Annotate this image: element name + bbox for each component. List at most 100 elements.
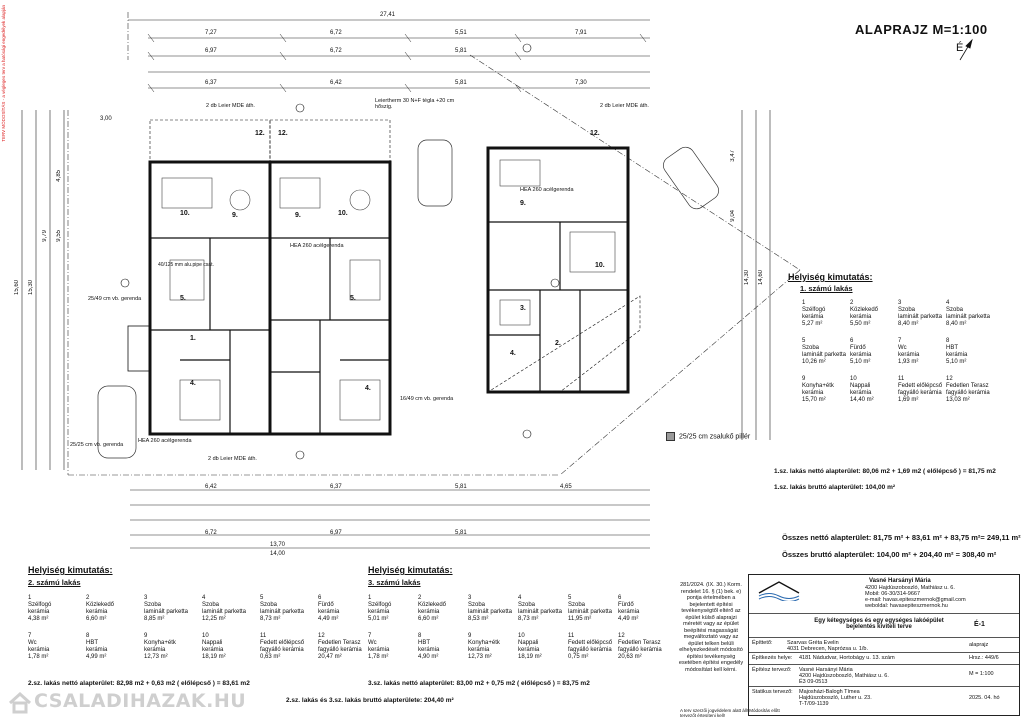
room-area: 12,73 m²	[468, 654, 492, 660]
client-label: Építtető:	[752, 640, 773, 646]
room-area: 12,73 m²	[144, 654, 168, 660]
dim-left: 9,55	[56, 230, 62, 242]
owner-phone: Mobil: 06-30/314-9667	[865, 591, 921, 597]
room-name: Wc	[28, 640, 37, 646]
room-area: 1,93 m²	[898, 359, 919, 365]
beam-label: HEA 260 acélgerenda	[138, 438, 192, 444]
room-area: 8,40 m²	[946, 321, 967, 327]
room-floor: kerámia	[468, 647, 490, 653]
static-designer-registration: T-T/09-1139	[799, 701, 829, 707]
room-floor: laminált parketta	[946, 314, 991, 320]
room-area: 5,27 m²	[802, 321, 823, 327]
room-area: 1,78 m²	[28, 654, 49, 660]
schedule1-net-total: 1.sz. lakás nettó alapterület: 80,06 m2 …	[774, 468, 996, 475]
room-floor: laminált parketta	[568, 609, 613, 615]
room-name: Szoba	[898, 307, 916, 313]
room-n: 10	[518, 633, 525, 639]
room-floor: kerámia	[368, 647, 390, 653]
static-label: Statikus tervező:	[752, 689, 793, 695]
client-row: Építtető: Szarvas Gréta Evelin 4031 Debr…	[749, 637, 1019, 652]
room-area: 20,47 m²	[318, 654, 342, 660]
dim-right: 3,47	[730, 150, 736, 162]
room-name: HBT	[86, 640, 98, 646]
dim-right: 9,04	[730, 210, 736, 222]
legend-label: 25/25 cm zsalukő pillér	[679, 433, 751, 441]
sheet-number: É-1	[974, 621, 985, 628]
dim-top: 7,27	[205, 30, 217, 36]
plan-title: ALAPRAJZ M=1:100	[855, 22, 988, 37]
static-designer-name: Majosházi-Balogh Tímea	[799, 689, 860, 695]
room-n: 11	[568, 633, 575, 639]
room-n: 9	[144, 633, 148, 639]
room-name: HBT	[946, 345, 958, 351]
room-n: 5	[568, 595, 572, 601]
room-name: Fedetlen Terasz	[946, 383, 989, 389]
legal-note: 281/2024. (IX. 30.) Korm. rendelet 16. §…	[678, 582, 744, 673]
room-area: 0,63 m²	[260, 654, 281, 660]
room-area: 4,49 m²	[618, 616, 639, 622]
room-area: 4,38 m²	[28, 616, 49, 622]
room-name: Fürdő	[618, 602, 634, 608]
room-name: Fedetlen Terasz	[318, 640, 361, 646]
dim-bottom: 6,42	[205, 484, 217, 490]
room-n: 12	[618, 633, 625, 639]
plan-room-number: 4.	[365, 385, 371, 392]
room-name: Nappali	[202, 640, 223, 646]
room-area: 18,19 m²	[202, 654, 226, 660]
dim-bottom: 6,97	[330, 530, 342, 536]
north-arrow-label: É	[956, 42, 964, 54]
room-n: 1	[802, 300, 806, 306]
room-name: Nappali	[850, 383, 871, 389]
room-floor: kerámia	[850, 352, 872, 358]
room-n: 11	[898, 376, 905, 382]
dim-top: 6,37	[205, 80, 217, 86]
room-area: 12,25 m²	[202, 616, 226, 622]
total-gross: Összes bruttó alapterület: 104,00 m² + 2…	[782, 550, 997, 559]
room-name: Szélfogó	[802, 307, 826, 313]
lot-number: Hrsz.: 449/6	[969, 655, 999, 661]
dim-top: 6,97	[205, 48, 217, 54]
project-title: Egy kétegységes és egy egységes lakóépül…	[814, 618, 944, 630]
plan-room-number: 9.	[520, 200, 526, 207]
plan-room-number: 12.	[278, 130, 288, 137]
room-n: 2	[418, 595, 422, 601]
wall-label: Leiertherm 30 N+F tégla +20 cm hőszig.	[375, 98, 455, 110]
plan-room-number: 5.	[350, 295, 356, 302]
room-n: 11	[260, 633, 267, 639]
room-area: 1,78 m²	[368, 654, 389, 660]
room-floor: kerámia	[946, 352, 968, 358]
client-address: 4031 Debrecen, Naprózsa u. 1/b.	[787, 646, 869, 652]
room-area: 20,63 m²	[618, 654, 642, 660]
room-area: 5,10 m²	[850, 359, 871, 365]
room-n: 6	[318, 595, 322, 601]
room-floor: kerámia	[618, 609, 640, 615]
room-area: 0,75 m²	[568, 654, 589, 660]
lintel-label: 2 db Leier MDE áth.	[208, 456, 257, 462]
room-area: 5,01 m²	[368, 616, 389, 622]
room-n: 6	[850, 338, 854, 344]
room-name: Konyha+étk	[144, 640, 176, 646]
room-name: Wc	[898, 345, 907, 351]
room-n: 5	[802, 338, 806, 344]
room-area: 6,60 m²	[86, 616, 107, 622]
room-n: 9	[468, 633, 472, 639]
plan-room-number: 3.	[520, 305, 526, 312]
room-floor: laminált parketta	[898, 314, 943, 320]
room-n: 8	[946, 338, 950, 344]
